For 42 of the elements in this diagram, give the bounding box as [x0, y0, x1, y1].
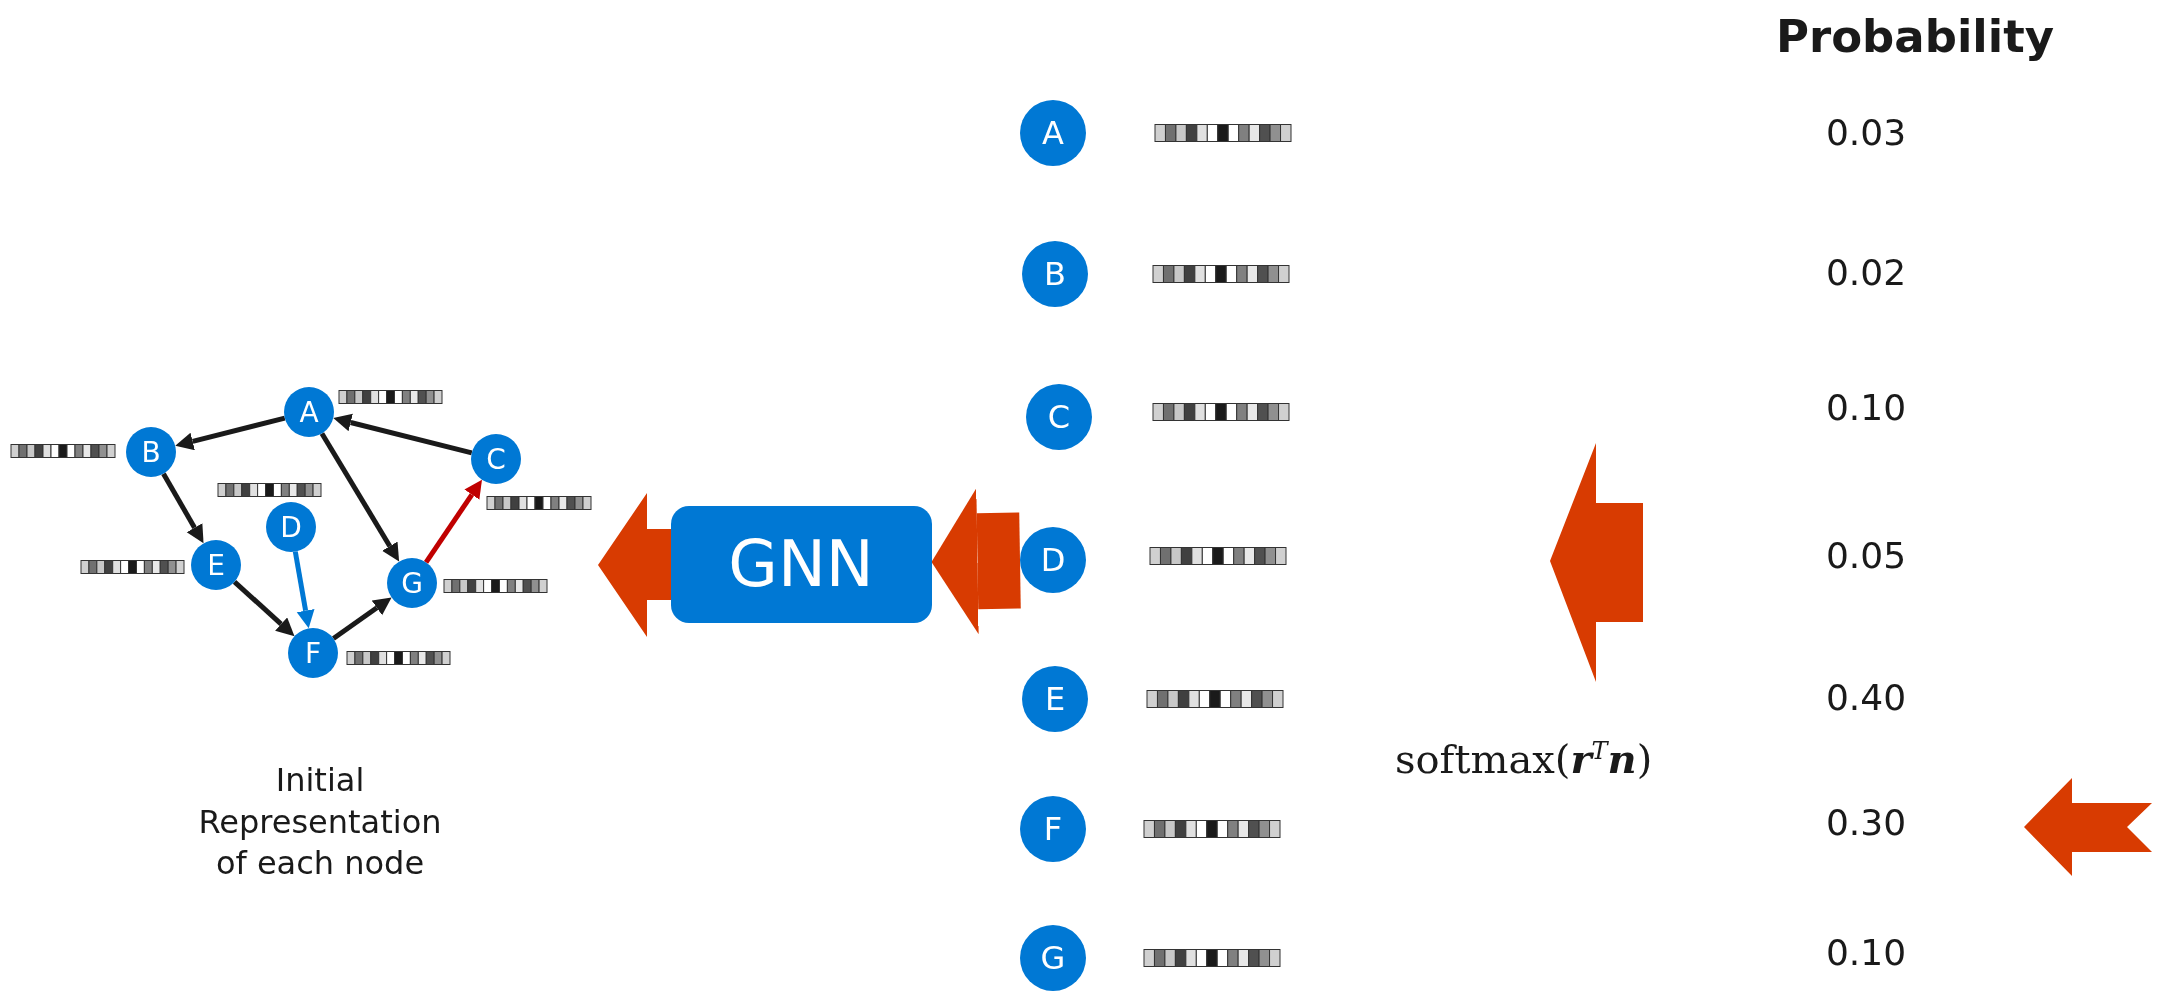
arrow	[333, 413, 473, 456]
process-box	[670, 505, 932, 623]
arrow	[423, 479, 482, 564]
node-label: A	[1042, 114, 1064, 152]
node-label: A	[299, 395, 319, 429]
node-label: G	[1040, 939, 1066, 977]
probability-value: 0.30	[1824, 801, 1908, 845]
node-circle	[126, 427, 176, 477]
node-circle	[284, 387, 334, 437]
probability-value: 0.02	[1824, 251, 1908, 295]
node-label: GNN	[728, 527, 874, 601]
node-label: F	[304, 636, 322, 670]
formula: softmax(r$^{T}$n)	[1395, 734, 1654, 784]
node-circle	[387, 558, 437, 608]
block-arrow	[931, 488, 1021, 635]
node-label: C	[1047, 398, 1071, 436]
column-heading: Probability	[1775, 9, 2055, 65]
node-circle	[288, 628, 338, 678]
arrow	[292, 551, 315, 629]
node-label: E	[207, 548, 225, 582]
node-label: C	[486, 442, 506, 476]
arrow	[232, 579, 295, 637]
node-label: D	[1040, 541, 1066, 579]
node-label: E	[1044, 680, 1066, 718]
arrow	[319, 432, 400, 562]
arrow	[175, 415, 286, 451]
probability-value: 0.10	[1824, 386, 1908, 430]
node-label: B	[141, 435, 161, 469]
caption: Initial Representation of each node	[197, 760, 443, 885]
probability-value: 0.03	[1824, 111, 1908, 155]
node-label: F	[1043, 810, 1063, 848]
probability-value: 0.05	[1824, 534, 1908, 578]
arrow	[161, 472, 204, 544]
probability-value: 0.10	[1824, 931, 1908, 975]
node-circle	[191, 540, 241, 590]
node-circle	[266, 502, 316, 552]
probability-value: 0.40	[1824, 676, 1908, 720]
node-label: D	[280, 510, 302, 544]
node-label: G	[401, 566, 423, 600]
arrow	[331, 597, 392, 641]
node-circle	[471, 434, 521, 484]
node-label: B	[1044, 255, 1066, 293]
